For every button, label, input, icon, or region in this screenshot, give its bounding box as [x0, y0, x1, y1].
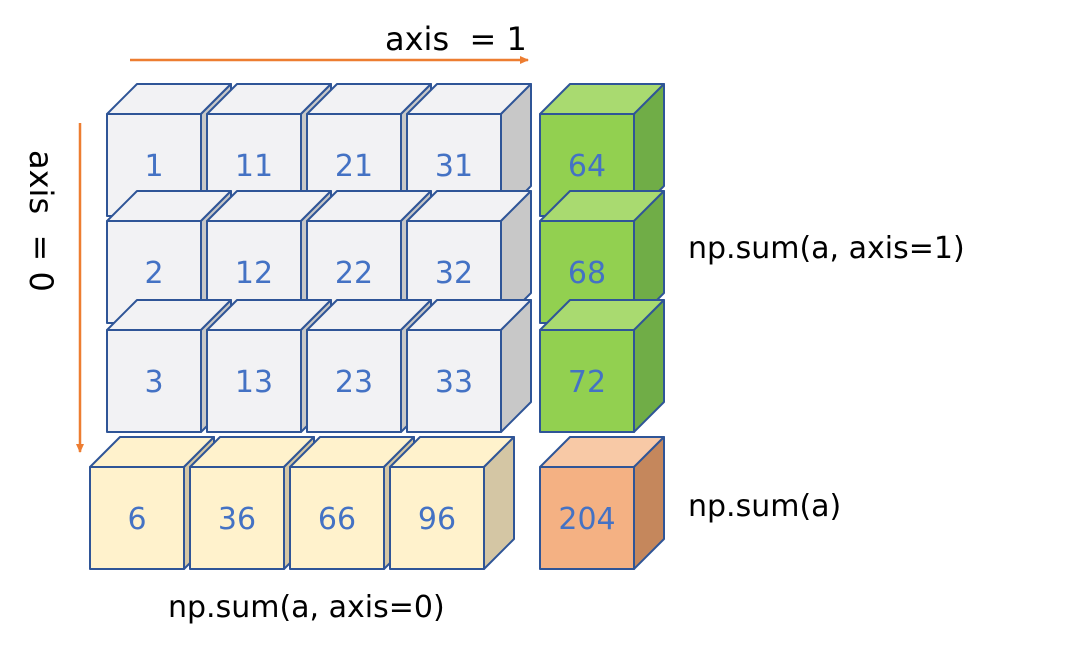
cube-front-face: [306, 329, 402, 433]
cube-value: 204: [558, 502, 615, 537]
cube-value: 66: [318, 502, 356, 537]
cube-value: 1: [144, 149, 163, 184]
cube-value: 22: [335, 256, 373, 291]
cube-value: 68: [568, 256, 606, 291]
cube-front-face: [189, 466, 285, 570]
sum-total-label: np.sum(a): [688, 489, 841, 524]
sum-axis1-label: np.sum(a, axis=1): [688, 231, 965, 266]
row-sum-cell: 72: [539, 299, 665, 433]
cube-value: 72: [568, 365, 606, 400]
matrix-cell: 33: [406, 299, 532, 433]
cube-value: 23: [335, 365, 373, 400]
cube-value: 3: [144, 365, 163, 400]
cube-front-face: [539, 466, 635, 570]
cube-value: 6: [127, 502, 146, 537]
cube-value: 96: [418, 502, 456, 537]
cube-value: 32: [435, 256, 473, 291]
cube-value: 13: [235, 365, 273, 400]
cube-value: 2: [144, 256, 163, 291]
matrix-cell: 32: [406, 190, 532, 324]
cube-value: 11: [235, 149, 273, 184]
col-sum-cell: 96: [389, 436, 515, 570]
cube-front-face: [539, 329, 635, 433]
row-sum-cell: 68: [539, 190, 665, 324]
cube-value: 36: [218, 502, 256, 537]
row-sum-cubes: 64 68 72: [539, 83, 665, 433]
cube-front-face: [389, 466, 485, 570]
cube-front-face: [289, 466, 385, 570]
axis1-label: axis = 1: [385, 20, 527, 58]
cube-value: 33: [435, 365, 473, 400]
total-sum-cube: 204: [539, 436, 665, 570]
cube-value: 21: [335, 149, 373, 184]
cube-front-face: [89, 466, 185, 570]
sum-axis0-label: np.sum(a, axis=0): [168, 590, 445, 625]
cube-value: 31: [435, 149, 473, 184]
cube-value: 64: [568, 149, 606, 184]
cube-front-face: [406, 329, 502, 433]
cube-front-face: [106, 329, 202, 433]
col-sum-cubes: 6 36 66 96: [89, 436, 515, 570]
total-sum-cell: 204: [539, 436, 665, 570]
axis0-label: axis = 0: [22, 150, 60, 292]
cube-value: 12: [235, 256, 273, 291]
cube-front-face: [206, 329, 302, 433]
